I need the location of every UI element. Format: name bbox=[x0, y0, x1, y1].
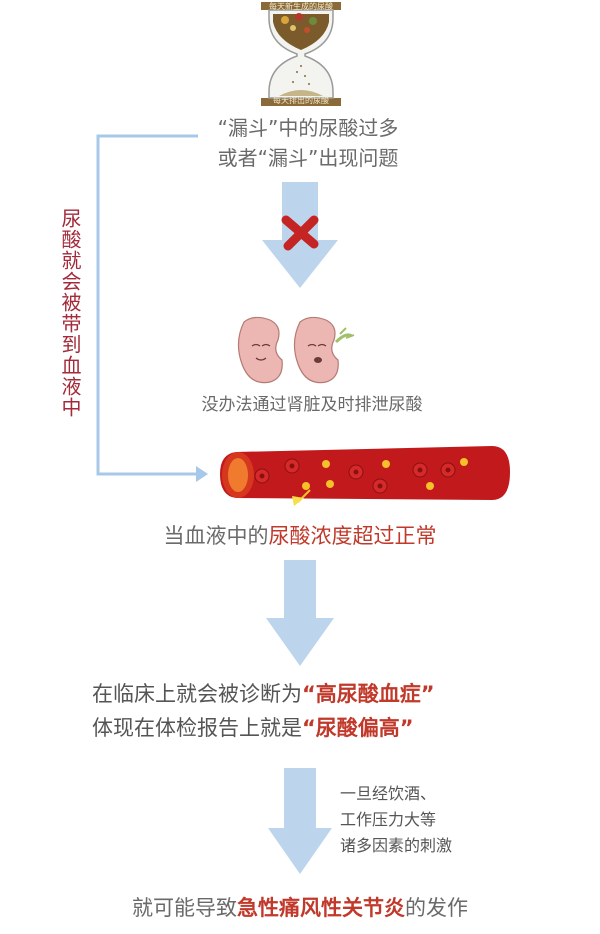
blood-caption-prefix: 当血液中的 bbox=[163, 524, 269, 548]
blocked-x-icon bbox=[280, 212, 320, 252]
hourglass-top-label: 每天新生成的尿酸 bbox=[269, 2, 333, 11]
diagnosis-line-1: 在临床上就会被诊断为“高尿酸血症” bbox=[92, 678, 435, 708]
down-arrow-3 bbox=[268, 768, 332, 876]
blood-vessel-illustration bbox=[214, 442, 514, 506]
intro-line-1: “漏斗”中的尿酸过多 bbox=[217, 116, 399, 140]
blood-caption: 当血液中的尿酸浓度超过正常 bbox=[0, 520, 600, 550]
blood-caption-highlight: 尿酸浓度超过正常 bbox=[268, 524, 437, 548]
conclusion-highlight: 急性痛风性关节炎 bbox=[237, 896, 405, 920]
kidney-caption: 没办法通过肾脏及时排泄尿酸 bbox=[201, 395, 423, 415]
trigger-line-1: 一旦经饮酒、 bbox=[340, 784, 437, 803]
hourglass-bottom-label: 每天排出的尿酸 bbox=[273, 96, 329, 105]
side-label: 尿酸就会被带到血液中 bbox=[58, 208, 82, 418]
conclusion-suffix: 的发作 bbox=[405, 896, 468, 920]
trigger-line-2: 工作压力大等 bbox=[340, 810, 437, 829]
conclusion-prefix: 就可能导致 bbox=[132, 896, 237, 920]
conclusion: 就可能导致急性痛风性关节炎的发作 bbox=[0, 892, 600, 922]
kidney-illustration bbox=[230, 312, 360, 392]
hourglass-illustration bbox=[255, 0, 347, 110]
diagnosis-line-2-highlight: “尿酸偏高” bbox=[302, 716, 414, 740]
diagnosis-line-1-prefix: 在临床上就会被诊断为 bbox=[92, 682, 302, 706]
diagnosis-line-1-highlight: “高尿酸血症” bbox=[302, 682, 435, 706]
intro-line-2: 或者“漏斗”出现问题 bbox=[217, 146, 399, 170]
diagnosis-line-2: 体现在体检报告上就是“尿酸偏高” bbox=[92, 712, 414, 742]
down-arrow-blocked bbox=[262, 182, 338, 292]
trigger-line-3: 诸多因素的刺激 bbox=[340, 836, 453, 855]
diagnosis-line-2-prefix: 体现在体检报告上就是 bbox=[92, 716, 302, 740]
down-arrow-2 bbox=[266, 560, 334, 668]
